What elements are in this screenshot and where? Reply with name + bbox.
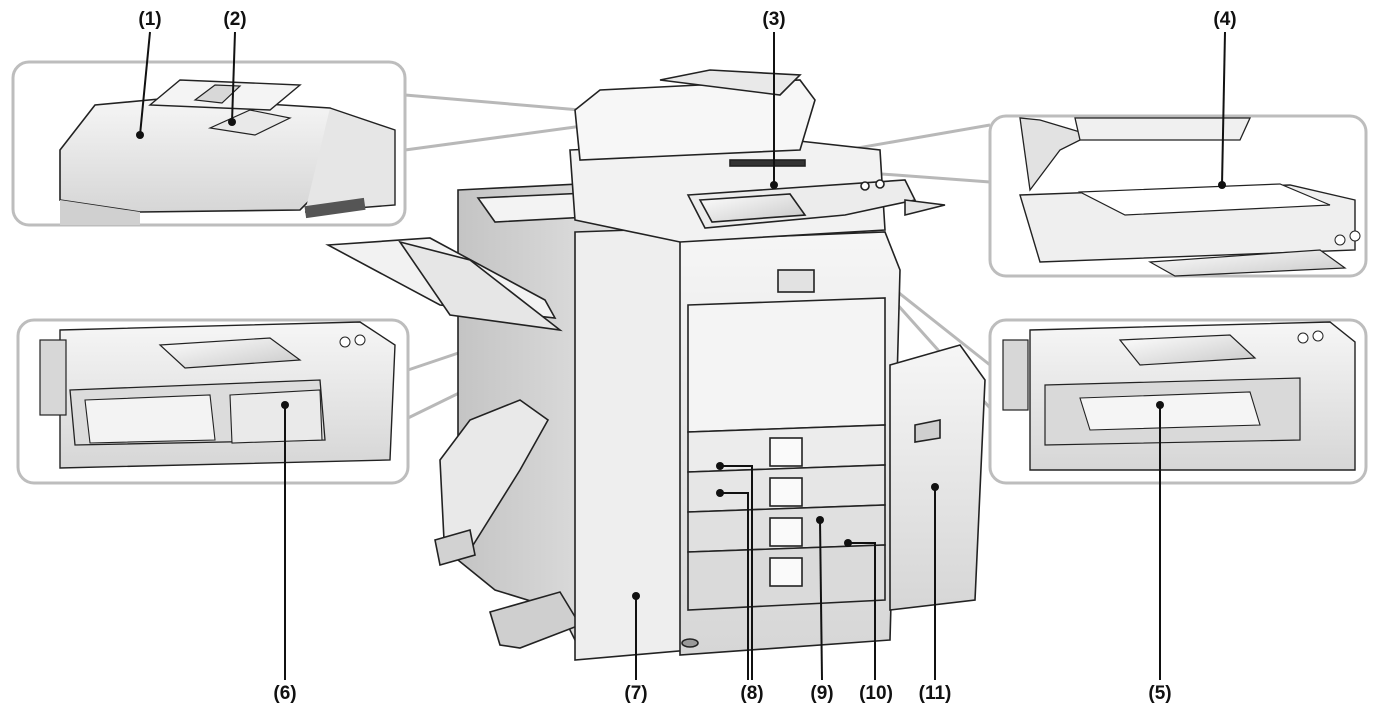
front-cover bbox=[687, 297, 886, 433]
leader-dots bbox=[136, 118, 1226, 600]
callout-label-2: (2) bbox=[223, 9, 247, 30]
callout-label-8: (8) bbox=[740, 683, 764, 704]
large-capacity-tray bbox=[889, 344, 986, 611]
inset-document-feeder bbox=[11, 60, 407, 227]
callout-label-4: (4) bbox=[1213, 9, 1237, 30]
document-feeder bbox=[574, 79, 816, 161]
callout-label-7: (7) bbox=[624, 683, 648, 704]
callout-label-9: (9) bbox=[810, 683, 834, 704]
inset-document-glass bbox=[988, 114, 1368, 278]
callout-label-11: (11) bbox=[918, 683, 952, 704]
inset-finisher-tray bbox=[16, 318, 410, 485]
callout-label-6: (6) bbox=[273, 683, 297, 704]
mfp-machine bbox=[325, 69, 986, 661]
callout-label-5: (5) bbox=[1148, 683, 1172, 704]
inset-output-tray bbox=[988, 318, 1368, 485]
callout-label-3: (3) bbox=[762, 9, 786, 30]
callout-label-10: (10) bbox=[859, 683, 893, 704]
callout-label-1: (1) bbox=[138, 9, 162, 30]
leader-lines bbox=[139, 31, 1226, 681]
